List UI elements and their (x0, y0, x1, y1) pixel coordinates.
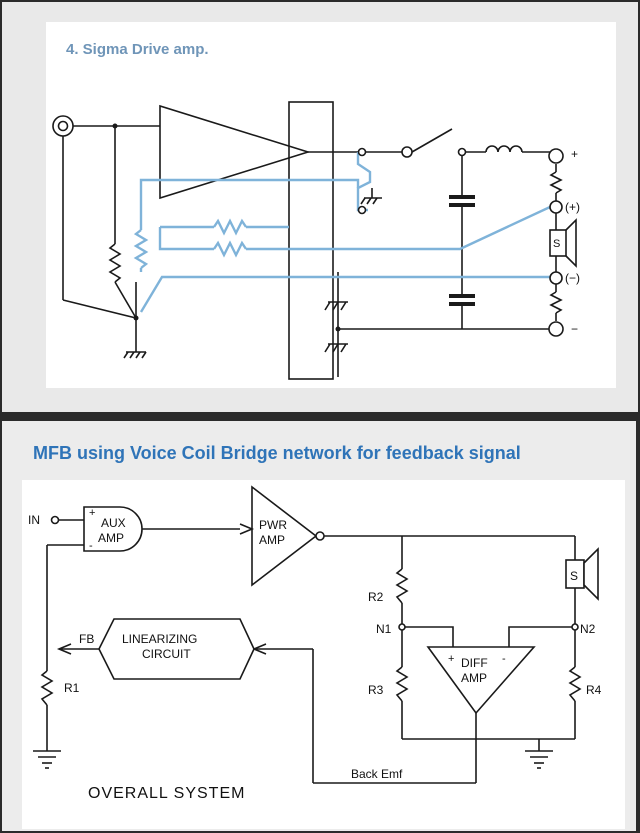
speaker-symbol (565, 547, 599, 601)
bus-bar (288, 101, 334, 380)
r2-label: R2 (368, 590, 384, 604)
in-label: IN (28, 513, 40, 527)
sigma-amp-triangle (159, 104, 311, 200)
aux-amp-label-2: AMP (98, 531, 124, 545)
mfb-panel: MFB using Voice Coil Bridge network for … (2, 421, 636, 831)
aux-amp-label-1: AUX (101, 516, 126, 530)
sigma-drive-title: 4. Sigma Drive amp. (66, 41, 209, 58)
back-emf-label: Back Emf (351, 767, 403, 781)
black-wiring (62, 125, 577, 377)
linearizing-label-1: LINEARIZING (122, 632, 197, 646)
ground-symbol-bridge (525, 750, 553, 769)
mfb-schematic: MFB using Voice Coil Bridge network for … (28, 443, 602, 802)
speaker-terminals (112, 123, 564, 337)
input-jack (52, 115, 74, 137)
node-n1 (398, 623, 406, 631)
diff-amp (426, 646, 536, 715)
sigma-drive-schematic: 4. Sigma Drive amp. (52, 41, 580, 380)
n2-label: N2 (580, 622, 596, 636)
diff-amp-label-1: DIFF (461, 656, 488, 670)
diff-amp-label-2: AMP (461, 671, 487, 685)
linearizing-label-2: CIRCUIT (142, 647, 191, 661)
linearizing-circuit (98, 618, 255, 680)
ground-symbols-bus (324, 301, 348, 353)
mfb-title: MFB using Voice Coil Bridge network for … (33, 443, 521, 463)
aux-minus-label: - (89, 540, 93, 552)
r1-label: R1 (64, 681, 80, 695)
node-n2 (571, 623, 579, 631)
r3-label: R3 (368, 683, 384, 697)
lower-capacitor (449, 294, 475, 306)
pwr-amp-output-bubble (315, 531, 325, 541)
fb-label: FB (79, 632, 94, 646)
terminal-minus-paren-label: (−) (565, 271, 580, 285)
speaker-label-bottom: S (570, 569, 578, 583)
aux-plus-label: + (89, 507, 95, 519)
sigma-drive-panel: 4. Sigma Drive amp. (2, 2, 638, 412)
terminal-plus-label: + (571, 147, 578, 161)
overall-system-label: OVERALL SYSTEM (88, 785, 245, 802)
diff-minus-label: - (502, 653, 506, 665)
ground-symbol-left (123, 351, 147, 359)
diff-plus-label: + (448, 653, 454, 665)
terminal-minus-label: − (571, 322, 578, 336)
feedback-lines (133, 152, 551, 313)
n1-label: N1 (376, 622, 392, 636)
pwr-amp (251, 485, 318, 587)
input-terminal (50, 515, 60, 525)
upper-capacitor (449, 195, 475, 207)
pwr-amp-label-1: PWR (259, 518, 287, 532)
pwr-amp-label-2: AMP (259, 533, 285, 547)
mfb-wiring (40, 519, 582, 784)
ground-symbol-r1 (33, 750, 61, 769)
terminal-plus-paren-label: (+) (565, 200, 580, 214)
speaker-label-top: S (553, 238, 560, 250)
aux-amp (83, 506, 143, 552)
r4-label: R4 (586, 683, 602, 697)
